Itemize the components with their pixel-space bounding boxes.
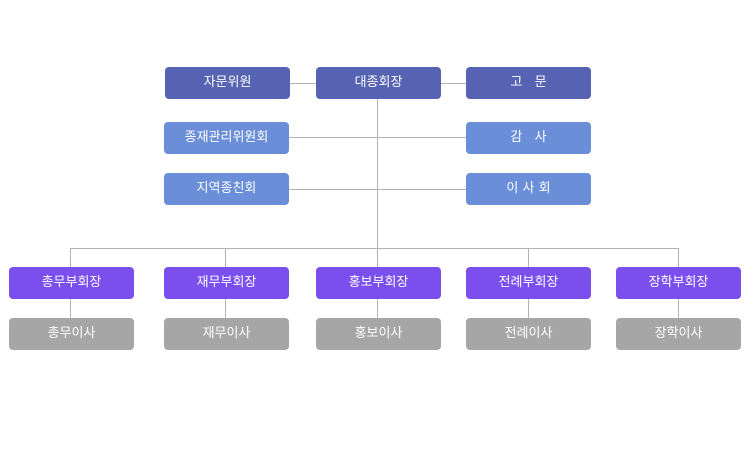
director-publicity-box: 홍보이사	[316, 318, 441, 350]
director-general-affairs-box: 총무이사	[9, 318, 134, 350]
connector-committee-row-2	[289, 189, 466, 190]
regional-clan-box: 지역종친회	[164, 173, 289, 205]
connector-director-2	[225, 299, 226, 319]
connector-director-1	[70, 299, 71, 319]
connector-branch-drop-2	[225, 248, 226, 268]
connector-branch-drop-3	[377, 248, 378, 268]
connector-branch-horizontal	[70, 248, 679, 249]
advisor-box: 고 문	[466, 67, 591, 99]
connector-director-4	[528, 299, 529, 319]
director-scholarship-box: 장학이사	[616, 318, 741, 350]
connector-spine	[377, 99, 378, 249]
vice-president-rites-box: 전례부회장	[466, 267, 591, 299]
advisory-committee-box: 자문위원	[165, 67, 290, 99]
director-finance-box: 재무이사	[164, 318, 289, 350]
director-rites-box: 전례이사	[466, 318, 591, 350]
connector-branch-drop-1	[70, 248, 71, 268]
estate-committee-box: 종재관리위원회	[164, 122, 289, 154]
connector-committee-row-1	[289, 137, 466, 138]
connector-director-5	[678, 299, 679, 319]
chairman-box: 대종회장	[316, 67, 441, 99]
connector-director-3	[377, 299, 378, 319]
auditor-box: 감 사	[466, 122, 591, 154]
connector-branch-drop-5	[678, 248, 679, 268]
vice-president-finance-box: 재무부회장	[164, 267, 289, 299]
connector-branch-drop-4	[528, 248, 529, 268]
vice-president-publicity-box: 홍보부회장	[316, 267, 441, 299]
vice-president-general-affairs-box: 총무부회장	[9, 267, 134, 299]
vice-president-scholarship-box: 장학부회장	[616, 267, 741, 299]
board-box: 이 사 회	[466, 173, 591, 205]
